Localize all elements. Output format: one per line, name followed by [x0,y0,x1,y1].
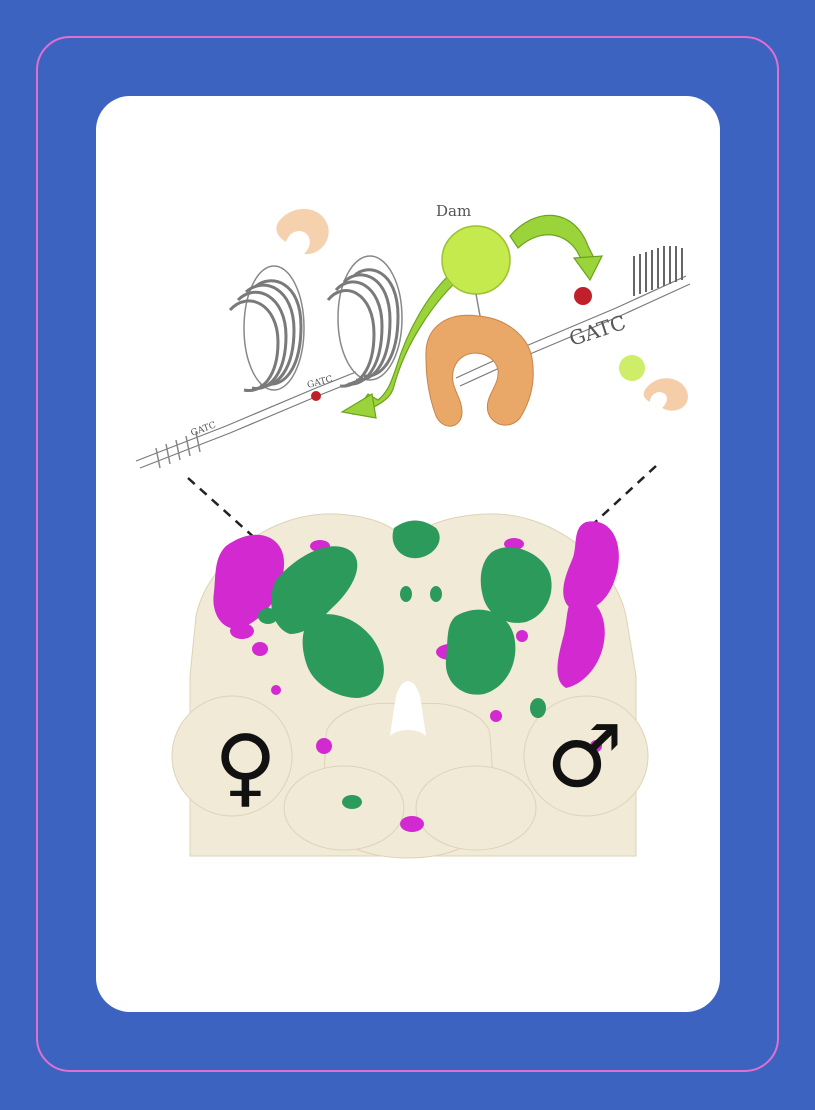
male-symbol: ♂ [546,707,623,807]
methylation-arrow-right-head [572,255,604,282]
dna-rungs-right [633,246,683,296]
dam-enzyme-sphere [441,225,511,295]
magenta-expression-left [213,534,424,832]
nucleosome-2 [326,255,403,388]
female-symbol: ♀ [214,717,277,817]
protein-floating-left [276,208,329,255]
gatc-label-small-left: GATC [190,420,218,438]
green-expression-right [392,520,552,718]
dam-floating-right [619,355,645,381]
gatc-label-small-mid: GATC [306,374,334,390]
protein-floating-right [643,378,688,411]
figure-card: GATC GATC Dam GATC [96,96,720,1012]
dna-binding-protein [425,314,534,427]
figure-svg: GATC GATC Dam GATC [135,202,691,859]
outer-frame [36,36,779,1072]
green-expression-left [258,546,384,809]
nucleosome-1 [228,265,305,393]
methyl-dot-left [311,391,321,401]
methylation-arrow-right [509,214,597,263]
dam-label: Dam [436,202,471,220]
dna-strand [135,275,691,469]
dna-rungs-left [155,431,201,469]
brain-render: ♀ ♂ [171,513,649,859]
methylation-arrow-left-head [340,393,377,419]
brain-midline-notch [390,681,426,736]
methyl-dot-right [574,287,592,305]
